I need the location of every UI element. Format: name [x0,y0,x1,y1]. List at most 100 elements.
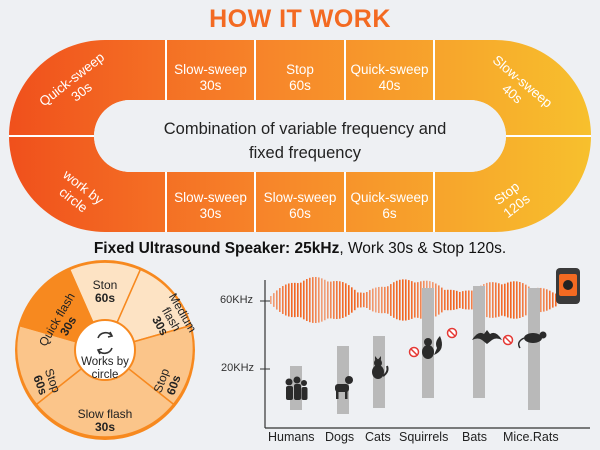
wave-bar [462,291,464,309]
wave-bar [414,282,416,318]
wave-bar [486,282,488,318]
wave-bar [399,279,401,321]
wave-bar [507,282,509,318]
bat-icon [472,330,502,344]
wave-bar [459,291,461,309]
wave-bar [492,282,494,318]
wave-bar [381,286,383,314]
wave-bar [444,289,446,311]
prohibit-icon [408,346,420,358]
wave-bar [339,281,341,319]
x-label-mice-rats: Mice.Rats [503,430,559,444]
dog-icon [335,376,353,399]
wave-bar [330,281,332,319]
wave-bar [468,290,470,310]
wave-bar [348,285,350,315]
wave-bar [396,280,398,320]
center-description: Combination of variable frequency and fi… [163,120,447,162]
wave-bar [501,284,503,316]
wave-bar [393,282,395,318]
prohibit-icon [446,327,458,339]
wave-bar [273,293,275,307]
cat-icon [372,356,389,379]
wave-bar [327,281,329,319]
wave-bar [525,284,527,316]
wave-bar [420,281,422,319]
x-label-bats: Bats [462,430,488,444]
wave-bar [435,283,437,317]
wave-bar [360,292,362,308]
humans-icon [285,376,308,400]
wave-bar [336,280,338,320]
y-label-20khz: 20KHz [221,362,255,374]
wave-bar [408,280,410,320]
frequency-chart [260,268,590,429]
wave-bar [411,281,413,319]
wave-bar [513,281,515,319]
wave-bar [294,282,296,318]
wave-bar [489,282,491,318]
wave-bar [549,290,551,310]
wave-bar [552,292,554,308]
page-title: HOW IT WORK [209,5,391,33]
wave-bar [504,283,506,317]
wave-bar [555,293,557,307]
wave-bar [333,281,335,319]
wave-bar [384,286,386,314]
wave-bar [417,282,419,318]
wave-bar [510,281,512,319]
wave-bar [471,290,473,310]
wave-bar [522,283,524,317]
wave-bar [297,283,299,317]
wave-bar [342,282,344,318]
wave-bar [456,290,458,310]
wave-bar [453,290,455,310]
wave-bar [390,284,392,316]
wave-bar [387,286,389,314]
wave-bar [309,277,311,323]
repeller-device-icon [556,268,580,304]
wave-bar [354,289,356,311]
wave-bar [288,283,290,317]
wave-bar [306,279,308,321]
wave-bar [300,282,302,318]
wave-bar [498,283,500,317]
wave-bar [369,290,371,310]
range-bar-mice-rats [528,288,540,410]
rat-icon [517,331,547,349]
wave-bar [465,290,467,310]
wheel-center [74,319,136,381]
sound-wave [270,276,557,324]
prohibit-icon [502,334,514,346]
wave-bar [282,286,284,314]
x-label-squirrels: Squirrels [399,430,449,444]
wheel-segment-slow-flash [35,349,175,438]
wave-bar [378,286,380,314]
wave-bar [312,277,314,323]
wave-bar [276,290,278,310]
wave-bar [540,287,542,313]
loop-inner-hole [94,100,506,172]
wave-bar [366,292,368,308]
wheel-segment-ston [68,261,142,352]
wave-bar [351,287,353,313]
wave-bar [357,292,359,308]
squirrel-icon [422,336,442,359]
wave-bar [324,279,326,321]
wave-bar [519,281,521,319]
x-label-dogs: Dogs [325,430,355,444]
wave-bar [516,281,518,319]
wave-bar [285,284,287,316]
wave-bar [450,289,452,311]
wave-bar [402,279,404,321]
wave-bar [546,289,548,311]
